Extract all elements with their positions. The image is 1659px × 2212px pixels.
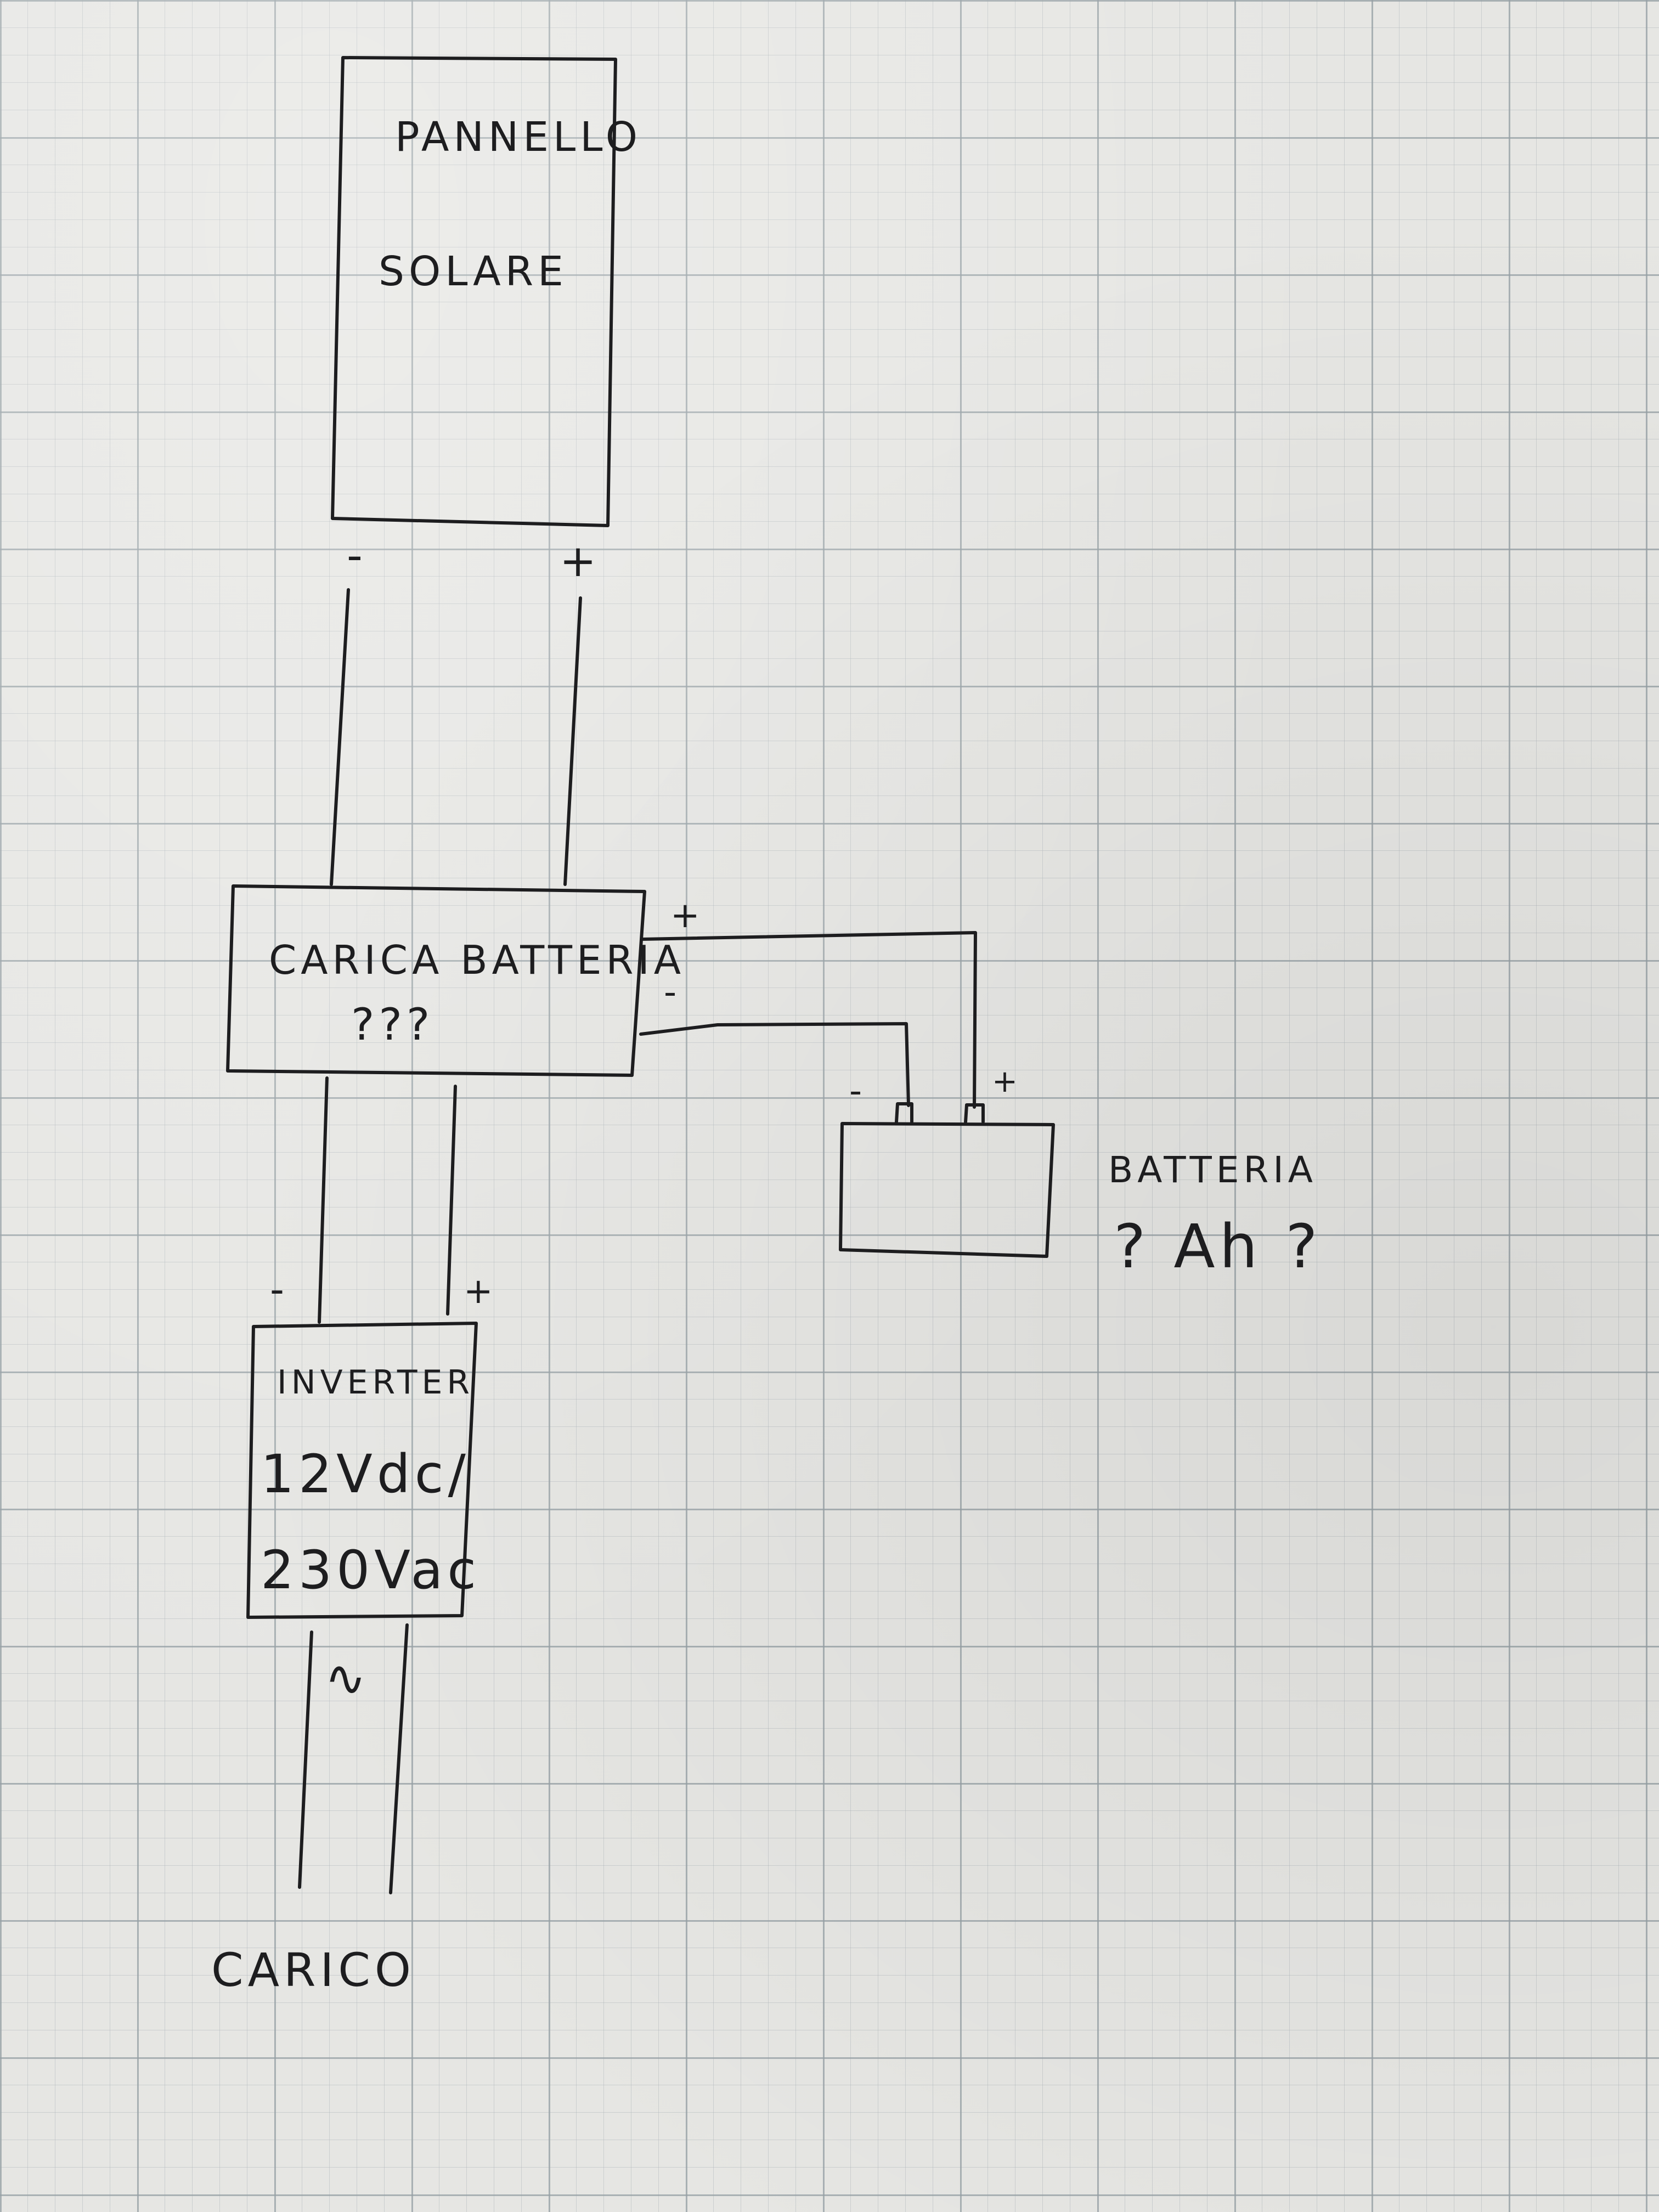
inverter-label-line3: 230Vac [261, 1539, 481, 1601]
charge-controller-label: CARICA BATTERIA [269, 937, 685, 983]
wire-charger-battery-positive [640, 931, 977, 1109]
inverter-minus-label: - [270, 1266, 289, 1312]
charge-controller-plus-out-label: + [670, 895, 704, 936]
charge-controller-minus-out-label: - [664, 972, 681, 1013]
battery-plus-label: + [992, 1064, 1022, 1099]
wire-ac-output-1 [298, 1630, 313, 1889]
wire-charger-inverter-negative [318, 1076, 329, 1324]
battery-box [839, 1122, 1055, 1258]
charge-controller-box [226, 884, 646, 1077]
inverter-label-line1: INVERTER [277, 1363, 474, 1402]
wire-panel-positive [563, 596, 582, 886]
battery-positive-terminal [964, 1103, 985, 1124]
inverter-plus-label: + [464, 1271, 498, 1312]
ac-symbol: ∿ [325, 1650, 370, 1707]
load-label: CARICO [211, 1943, 415, 1997]
battery-capacity: ? Ah ? [1114, 1211, 1322, 1282]
wire-panel-negative [330, 588, 350, 886]
inverter-label-line2: 12Vdc/ [261, 1443, 470, 1505]
charge-controller-question-marks: ??? [351, 999, 434, 1050]
wire-charger-battery-negative [639, 1022, 910, 1107]
battery-negative-terminal [895, 1102, 913, 1124]
battery-title: BATTERIA [1108, 1149, 1317, 1191]
solar-panel: PANNELLO SOLARE - + [331, 56, 642, 586]
wire-ac-output-2 [389, 1623, 409, 1894]
solar-panel-box [331, 56, 617, 527]
solar-panel-plus-label: + [560, 535, 601, 586]
solar-panel-minus-label: - [347, 530, 367, 581]
wire-charger-inverter-positive [446, 1085, 457, 1316]
inverter: INVERTER 12Vdc/ 230Vac [246, 1322, 481, 1619]
battery: - + BATTERIA ? Ah ? [839, 1064, 1322, 1282]
inverter-box [246, 1322, 478, 1619]
solar-panel-label-line2: SOLARE [379, 248, 568, 295]
charge-controller: CARICA BATTERIA ??? + - [226, 884, 704, 1077]
battery-minus-label: - [849, 1071, 866, 1111]
solar-panel-label-line1: PANNELLO [395, 114, 642, 161]
